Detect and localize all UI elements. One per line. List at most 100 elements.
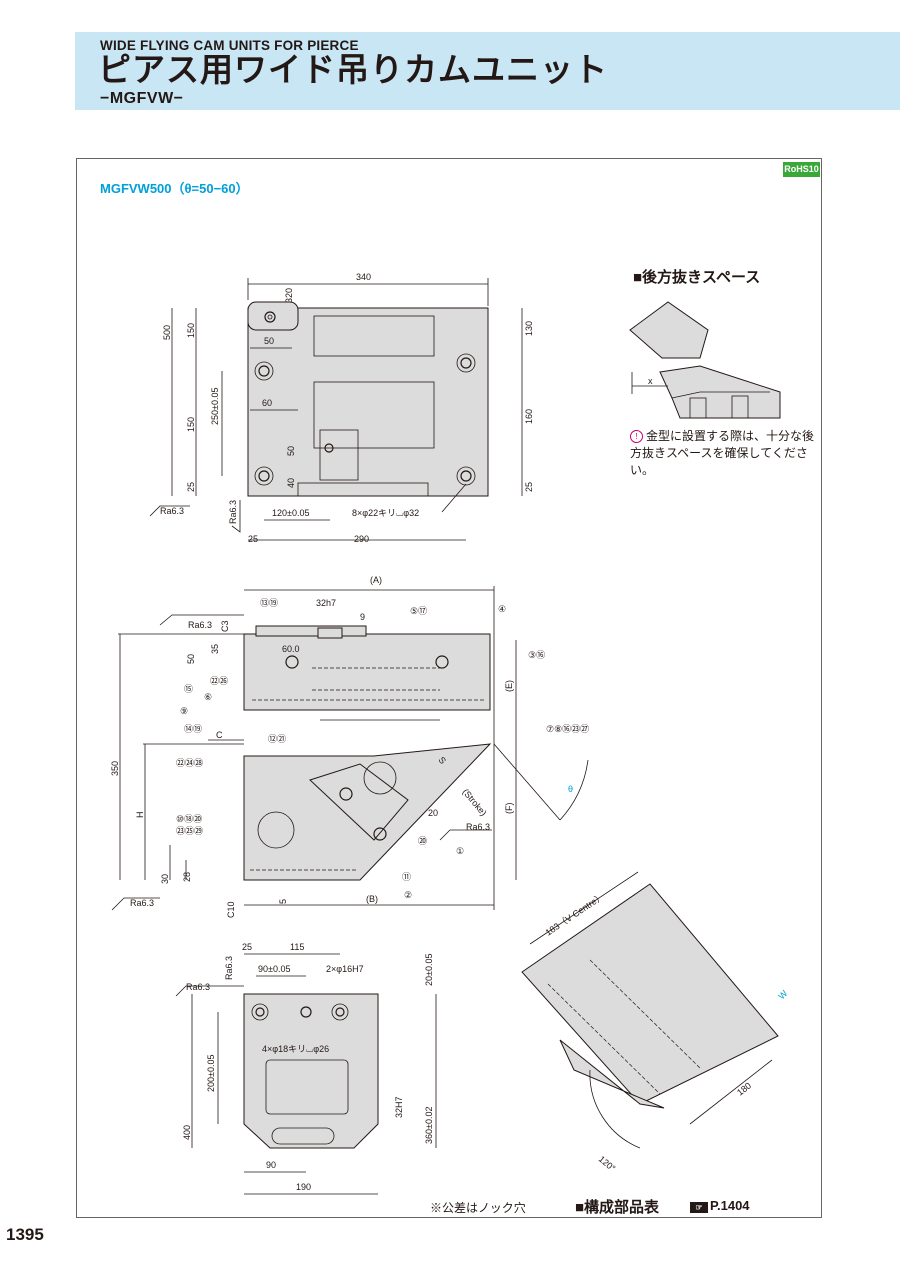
dim-B: (B) bbox=[366, 894, 378, 904]
dim-C3: C3 bbox=[220, 620, 230, 632]
drawing-frame bbox=[76, 158, 822, 1218]
callout-3-16: ③⑯ bbox=[528, 650, 545, 660]
dim-5: 5 bbox=[278, 899, 288, 904]
dim-30: 30 bbox=[160, 874, 170, 884]
dim-4-holes: 4×φ18キリ⌴φ26 bbox=[262, 1044, 329, 1054]
dim-150b: 150 bbox=[186, 417, 196, 432]
dim-C10: C10 bbox=[226, 901, 236, 918]
callout-13-19: ⑬⑲ bbox=[260, 598, 278, 608]
callout-12-21: ⑫㉑ bbox=[268, 734, 286, 744]
dim-150a: 150 bbox=[186, 323, 196, 338]
dim-340: 340 bbox=[356, 272, 371, 282]
top-pocket-lower bbox=[313, 381, 435, 449]
dim-90-tol: 90±0.05 bbox=[258, 964, 290, 974]
dim-350: 350 bbox=[110, 761, 120, 776]
dim-160: 160 bbox=[524, 409, 534, 424]
dim-120deg: 120° bbox=[597, 1154, 618, 1174]
roughness-1: Ra6.3 bbox=[160, 506, 184, 516]
page-reference-link[interactable]: ☞P.1404 bbox=[690, 1198, 750, 1213]
roughness-7: Ra6.3 bbox=[224, 956, 234, 980]
roughness-6: Ra6.3 bbox=[186, 982, 210, 992]
rohs-badge: RoHS10 bbox=[783, 162, 820, 177]
rear-dim-x: x bbox=[648, 376, 653, 386]
roughness-4: Ra6.3 bbox=[130, 898, 154, 908]
dim-2-holes: 2×φ16H7 bbox=[326, 964, 364, 974]
callout-22-24-28: ㉒㉔㉘ bbox=[176, 758, 203, 768]
caution-icon: ! bbox=[630, 430, 643, 443]
dim-25d: 25 bbox=[242, 942, 252, 952]
dim-400: 400 bbox=[182, 1125, 192, 1140]
dim-W: W bbox=[776, 988, 789, 1001]
front-view: (A) 32h7 9 50 35 60.0 C3 350 H C (E) (F)… bbox=[110, 575, 589, 918]
callout-9: ⑨ bbox=[180, 706, 188, 716]
tolerance-note: ※公差はノック穴 bbox=[430, 1201, 526, 1215]
page-reference-text: P.1404 bbox=[710, 1198, 750, 1213]
front-cam-slider bbox=[309, 763, 409, 841]
side-view: 183（V Centre） W 180 120° bbox=[521, 871, 790, 1174]
callout-7-8: ⑦⑧⑯㉓㉗ bbox=[546, 724, 589, 734]
callout-22-26: ㉒㉖ bbox=[210, 676, 228, 686]
rear-space-note-text: 金型に設置する際は、十分な後方抜きスペースを確保してください。 bbox=[630, 429, 815, 477]
dim-90: 90 bbox=[266, 1160, 276, 1170]
bottom-view: 25 115 90±0.05 2×φ16H7 20±0.05 200±0.05 … bbox=[175, 942, 437, 1195]
dim-40: 40 bbox=[286, 478, 296, 488]
callout-15: ⑮ bbox=[184, 684, 193, 694]
dim-25c: 25 bbox=[248, 534, 258, 544]
title-english: WIDE FLYING CAM UNITS FOR PIERCE bbox=[100, 38, 359, 53]
dim-9: 9 bbox=[360, 612, 365, 622]
header-band bbox=[75, 32, 900, 110]
top-view-plate bbox=[247, 307, 489, 497]
dim-360-tol: 360±0.02 bbox=[424, 1107, 434, 1144]
dim-50b: 50 bbox=[286, 446, 296, 456]
dim-S: S bbox=[436, 755, 448, 766]
title-japanese: ピアス用ワイド吊りカムユニット bbox=[98, 51, 608, 88]
dim-35: 35 bbox=[210, 644, 220, 654]
callout-11: ⑪ bbox=[402, 872, 411, 882]
parts-table-label: ■構成部品表 bbox=[575, 1199, 660, 1216]
dim-180: 180 bbox=[735, 1080, 753, 1097]
dim-50a: 50 bbox=[264, 336, 274, 346]
model-subtitle: MGFVW500（θ=50−60） bbox=[100, 181, 249, 196]
dim-stroke: (Stroke) bbox=[460, 787, 488, 818]
top-view-tab bbox=[247, 301, 299, 331]
dim-H: H bbox=[135, 812, 145, 819]
roughness-3: Ra6.3 bbox=[188, 620, 212, 630]
dim-120: 120±0.05 bbox=[272, 508, 309, 518]
bottom-view-plate bbox=[243, 993, 379, 1149]
dim-290: 290 bbox=[354, 534, 369, 544]
page-number: 1395 bbox=[6, 1225, 44, 1244]
rear-space-title: ■後方抜きスペース bbox=[633, 269, 761, 286]
dim-C: C bbox=[216, 730, 223, 740]
callout-23-25-29: ㉓㉕㉙ bbox=[176, 826, 203, 836]
dim-60: 60 bbox=[262, 398, 272, 408]
dim-F: (F) bbox=[504, 803, 514, 815]
rear-space-note: !金型に設置する際は、十分な後方抜きスペースを確保してください。 bbox=[630, 428, 820, 479]
dim-130: 130 bbox=[524, 321, 534, 336]
dim-28: 28 bbox=[182, 872, 192, 882]
callout-2: ② bbox=[404, 890, 412, 900]
dim-115: 115 bbox=[290, 942, 304, 952]
rear-space-sketch: x bbox=[629, 301, 781, 419]
dim-25b: 25 bbox=[524, 482, 534, 492]
callout-4: ④ bbox=[498, 604, 506, 614]
callout-10-18-20: ⑩⑱⑳ bbox=[176, 814, 202, 824]
callout-14-19: ⑭⑲ bbox=[184, 724, 202, 734]
page-ref-icon: ☞ bbox=[690, 1202, 708, 1213]
dim-320: 320 bbox=[284, 288, 294, 303]
top-view: 340 320 500 150 150 25 50 60 250±0.05 50… bbox=[149, 272, 534, 544]
dim-E: (E) bbox=[504, 680, 514, 692]
top-pocket-upper bbox=[313, 315, 435, 357]
dim-60-0: 60.0 bbox=[282, 644, 300, 654]
callout-6: ⑥ bbox=[204, 692, 212, 702]
callout-20: ⑳ bbox=[418, 836, 427, 846]
dim-500: 500 bbox=[162, 325, 172, 340]
dim-20-tol: 20±0.05 bbox=[424, 954, 434, 986]
dim-200-tol: 200±0.05 bbox=[206, 1055, 216, 1092]
dim-holes: 8×φ22キリ⌴φ32 bbox=[352, 508, 419, 518]
callout-1: ① bbox=[456, 846, 464, 856]
dim-32H7: 32H7 bbox=[394, 1096, 404, 1118]
dim-A: (A) bbox=[370, 575, 382, 585]
dim-25a: 25 bbox=[186, 482, 196, 492]
front-upper-block bbox=[243, 633, 491, 711]
callout-5-17: ⑤⑰ bbox=[410, 606, 427, 616]
